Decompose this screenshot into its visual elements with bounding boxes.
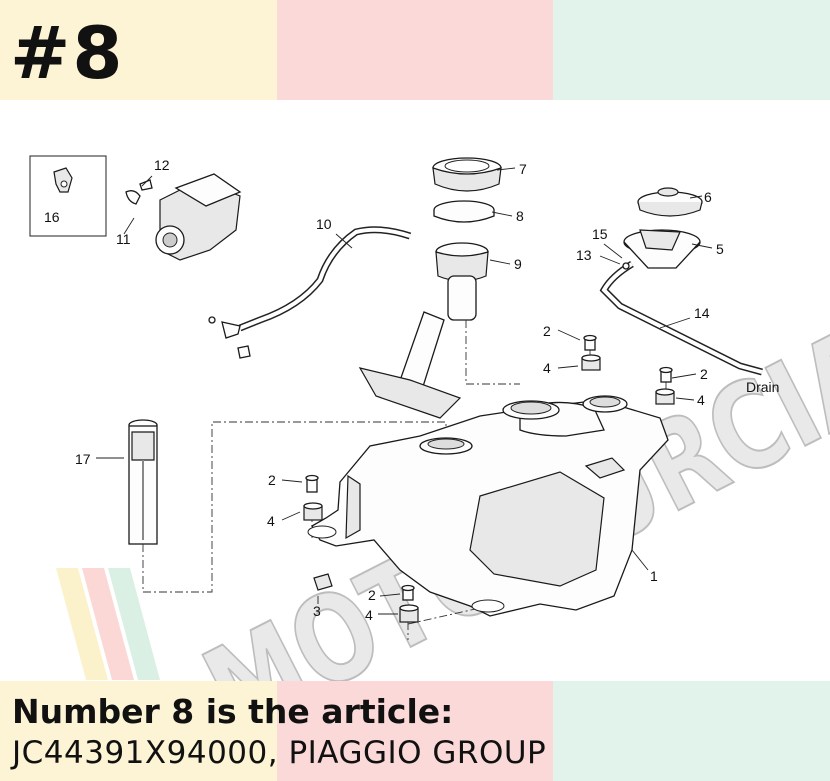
- footer-color-band: [0, 681, 830, 781]
- part-16-clip: [29, 155, 107, 237]
- band-mint: [553, 681, 830, 781]
- callout-7: 7: [519, 161, 527, 177]
- leader-lines: [96, 167, 713, 615]
- part-number-badge: #8: [10, 11, 125, 95]
- drain-tube: [599, 260, 763, 376]
- screw-and-bushing-set: [303, 334, 675, 623]
- callout-14: 14: [694, 305, 710, 321]
- watermark-stripes: [56, 568, 160, 680]
- callout-17: 17: [75, 451, 91, 467]
- fuel-tank: [307, 395, 669, 617]
- callout-13: 13: [576, 247, 592, 263]
- callout-5: 5: [716, 241, 724, 257]
- part-3-clip: [313, 573, 333, 591]
- fuel-cap: [637, 187, 703, 217]
- header-color-band: [0, 0, 830, 100]
- callout-8: 8: [516, 208, 524, 224]
- band-yellow: [0, 0, 277, 100]
- drain-label: Drain: [746, 379, 779, 395]
- callout-2c: 2: [268, 472, 276, 488]
- callout-2b: 2: [700, 366, 708, 382]
- band-pink: [277, 681, 553, 781]
- filler-funnel: [623, 229, 701, 269]
- throttle-body: [125, 173, 242, 261]
- callout-4b: 4: [697, 392, 705, 408]
- level-sender: [128, 419, 158, 545]
- callout-9: 9: [514, 256, 522, 272]
- band-pink: [277, 0, 553, 100]
- callout-labels: 1 2 2 2 2 3 4 4 4 4 5 6 7 8 9 10 11 12 1…: [44, 157, 779, 623]
- ring-nut: [432, 157, 502, 192]
- article-heading: Number 8 is the article:: [12, 692, 454, 731]
- callout-12: 12: [154, 157, 170, 173]
- callout-11: 11: [116, 231, 131, 247]
- band-mint: [553, 0, 830, 100]
- exploded-parts-diagram: MOTOMURCIA: [29, 155, 830, 681]
- article-code: JC44391X94000, PIAGGIO GROUP: [12, 735, 547, 771]
- callout-4d: 4: [365, 607, 373, 623]
- callout-2a: 2: [543, 323, 551, 339]
- band-yellow: [0, 681, 277, 781]
- callout-1: 1: [650, 568, 658, 584]
- callout-2d: 2: [368, 587, 376, 603]
- callout-3: 3: [313, 603, 321, 619]
- gasket: [433, 200, 495, 223]
- callout-10: 10: [316, 216, 332, 232]
- fuel-pump: [358, 242, 489, 419]
- callout-16: 16: [44, 209, 60, 225]
- callout-4a: 4: [543, 360, 551, 376]
- fuel-hose: [208, 226, 412, 359]
- callout-4c: 4: [267, 513, 275, 529]
- callout-15: 15: [592, 226, 608, 242]
- callout-6: 6: [704, 189, 712, 205]
